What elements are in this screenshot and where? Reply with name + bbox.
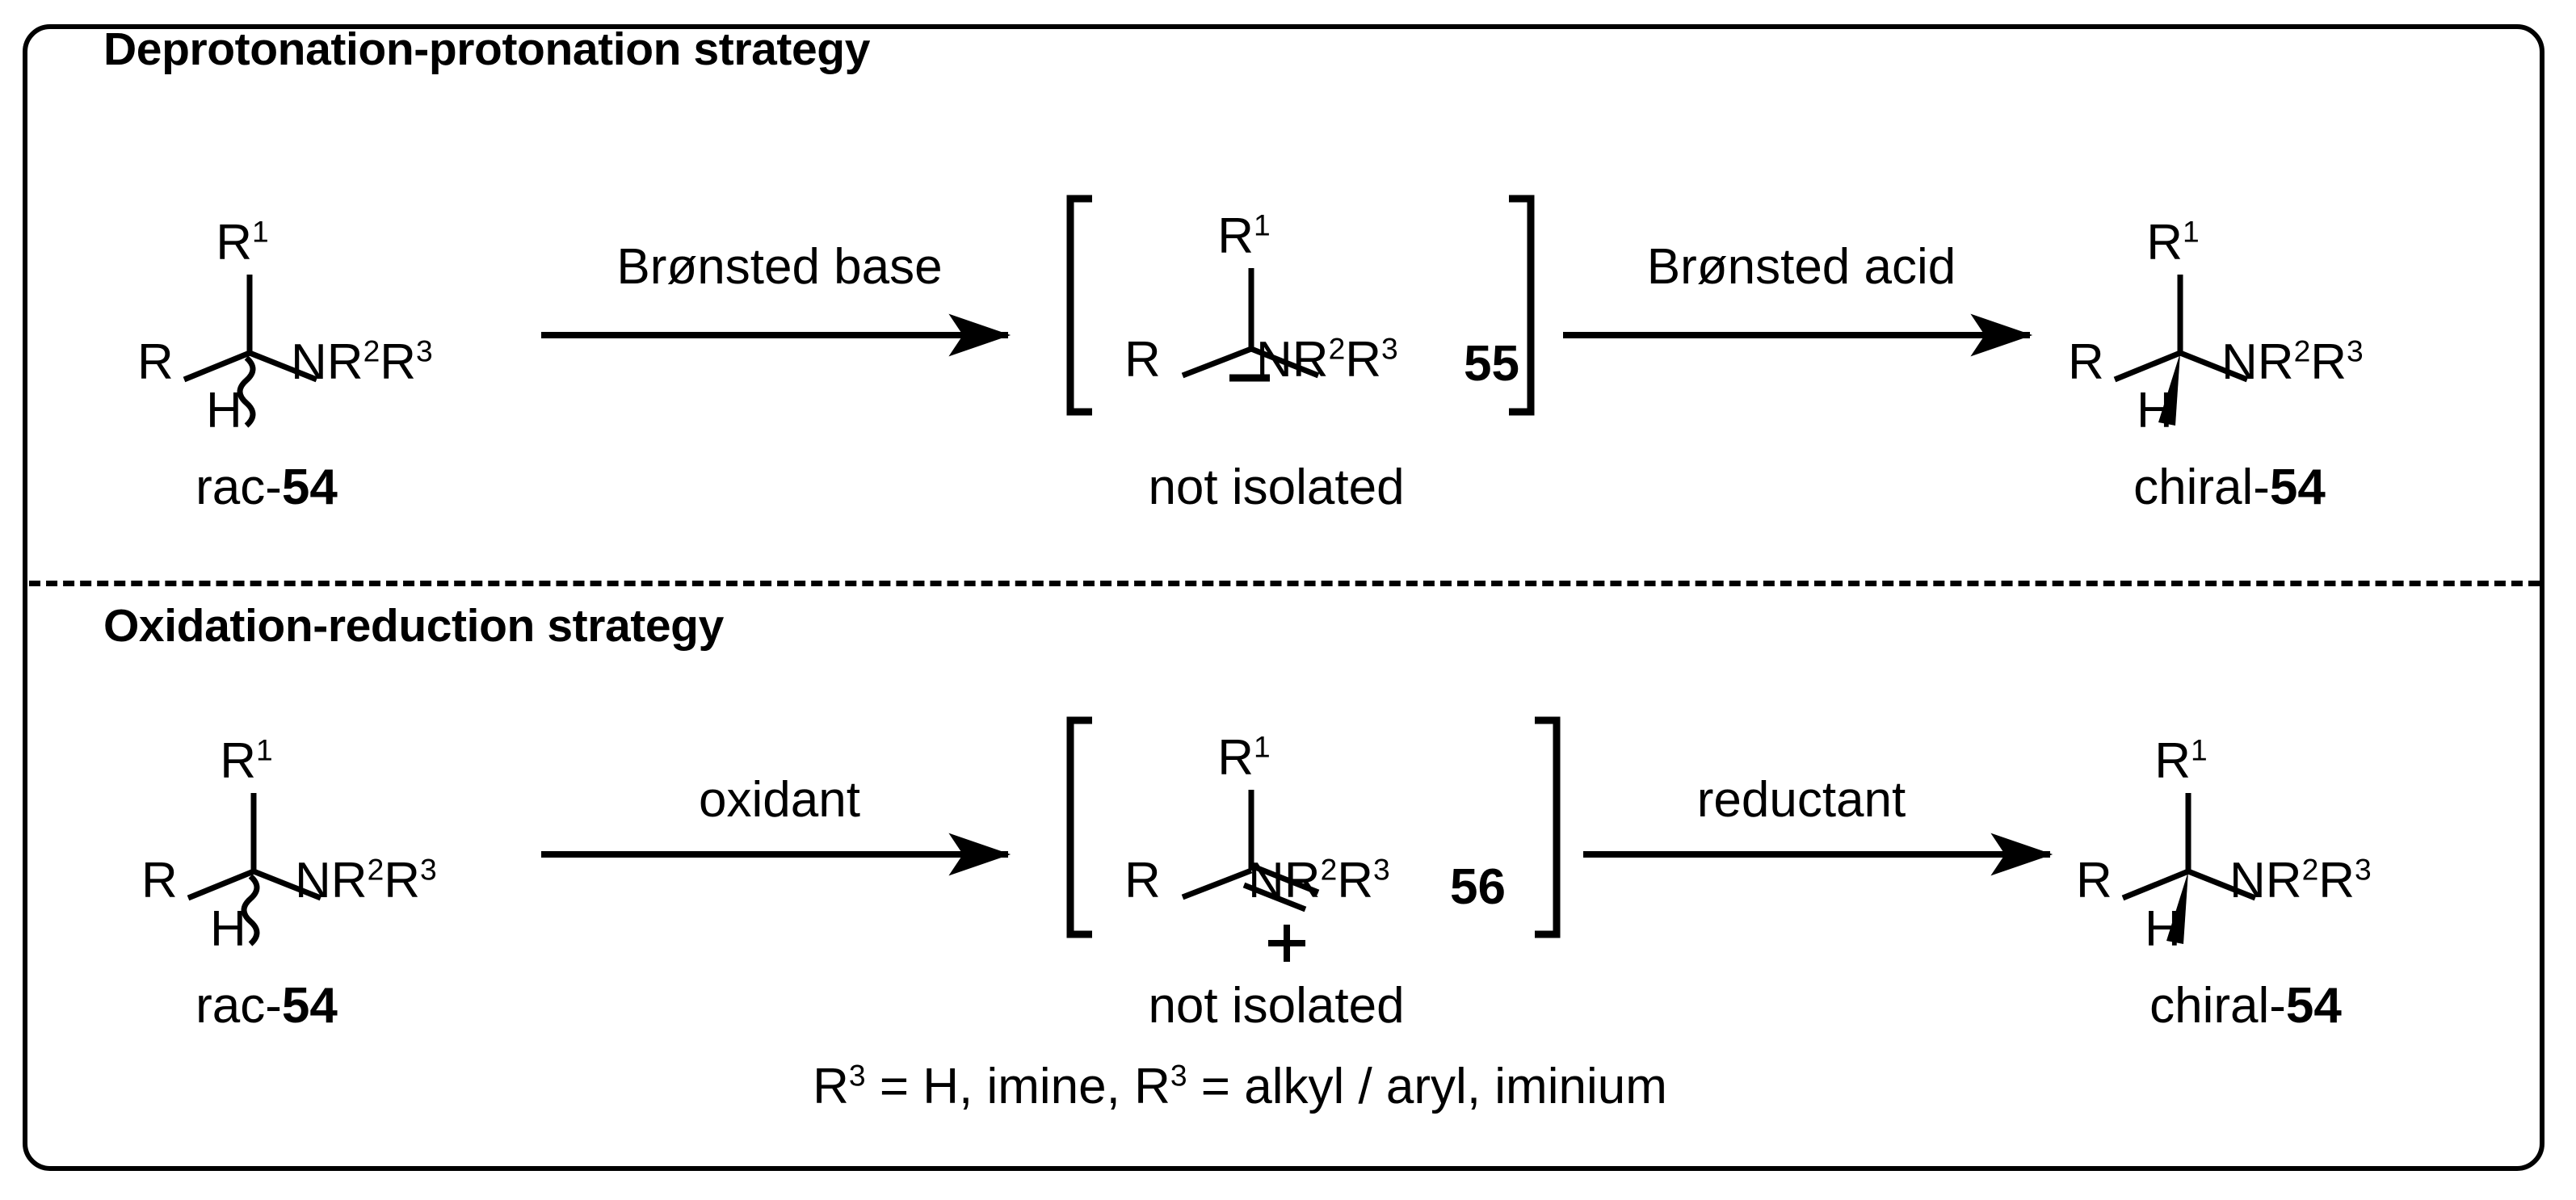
reactant-top-substituent-right: NR2R3 xyxy=(291,334,433,390)
intermediate-55-substituent-left: R xyxy=(1124,332,1161,388)
intermediate-56-substituent-left: R xyxy=(1124,853,1161,908)
product-top-substituent-right: NR2R3 xyxy=(2221,334,2364,390)
product-top-substituent-left: R xyxy=(2068,334,2104,390)
product-bottom-substituent-bottom: H xyxy=(2145,901,2181,957)
reactant-bottom-substituent-left: R xyxy=(141,853,178,908)
reactant-top-substituent-left: R xyxy=(137,334,174,390)
reactant-top-label-number: 54 xyxy=(281,459,338,515)
product-top-substituent-top: R1 xyxy=(2146,214,2200,271)
reagent-reductant: reductant xyxy=(1696,772,1906,828)
reactant-bottom-label: rac-54 xyxy=(195,981,338,1031)
intermediate-56-caption: not isolated xyxy=(1148,978,1405,1034)
intermediate-55-number: 55 xyxy=(1464,336,1519,392)
intermediate-55-substituent-right: NR2R3 xyxy=(1256,331,1398,388)
reagent-bronsted-acid: Brønsted acid xyxy=(1646,239,1956,295)
section-title-deprotonation: Deprotonation-protonation strategy xyxy=(103,23,871,75)
figure-border xyxy=(23,24,2544,1171)
intermediate-56-number: 56 xyxy=(1450,859,1506,915)
intermediate-55-caption: not isolated xyxy=(1148,459,1405,515)
footnote-r3-definition: R3 = H, imine, R3 = alkyl / aryl, iminiu… xyxy=(813,1058,1667,1114)
product-top-label: chiral-54 xyxy=(2133,463,2326,513)
reactant-bottom-substituent-top: R1 xyxy=(220,732,273,789)
product-bottom-substituent-left: R xyxy=(2076,853,2112,908)
reactant-bottom-substituent-bottom: H xyxy=(210,901,246,957)
reactant-top-label-prefix: rac- xyxy=(195,459,282,515)
reactant-top-substituent-bottom: H xyxy=(206,383,242,438)
reagent-bronsted-base: Brønsted base xyxy=(616,239,943,295)
reactant-bottom-label-number: 54 xyxy=(281,978,338,1034)
product-bottom-label-prefix: chiral- xyxy=(2149,978,2286,1034)
reagent-oxidant: oxidant xyxy=(699,772,860,828)
intermediate-56-substituent-top: R1 xyxy=(1217,729,1271,786)
reactant-bottom-substituent-right: NR2R3 xyxy=(295,852,437,908)
reactant-top-label: rac-54 xyxy=(195,463,338,513)
reactant-bottom-label-prefix: rac- xyxy=(195,978,282,1034)
product-bottom-substituent-right: NR2R3 xyxy=(2229,852,2372,908)
product-bottom-label: chiral-54 xyxy=(2149,981,2342,1031)
section-title-oxidation: Oxidation-reduction strategy xyxy=(103,600,724,652)
product-top-label-number: 54 xyxy=(2269,459,2326,515)
product-top-substituent-bottom: H xyxy=(2137,383,2173,438)
section-divider xyxy=(29,581,2540,586)
product-bottom-label-number: 54 xyxy=(2285,978,2342,1034)
product-bottom-substituent-top: R1 xyxy=(2154,732,2208,789)
product-top-label-prefix: chiral- xyxy=(2133,459,2270,515)
intermediate-56-substituent-right: NR2R3 xyxy=(1248,852,1390,908)
intermediate-55-substituent-top: R1 xyxy=(1217,208,1271,264)
reactant-top-substituent-top: R1 xyxy=(216,214,269,271)
